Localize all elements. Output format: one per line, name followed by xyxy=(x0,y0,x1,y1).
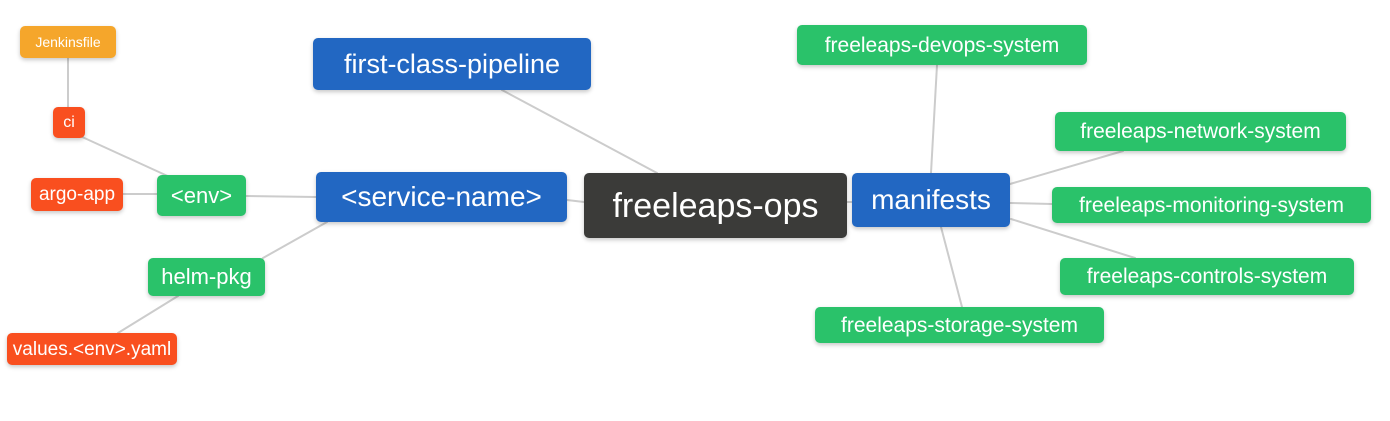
edge-manifests-devops xyxy=(930,64,938,174)
node-values-env-yaml[interactable]: values.<env>.yaml xyxy=(7,333,177,365)
node-freeleaps-controls-system[interactable]: freeleaps-controls-system xyxy=(1060,258,1354,295)
node-service-name[interactable]: <service-name> xyxy=(316,172,567,222)
node-freeleaps-ops-root[interactable]: freeleaps-ops xyxy=(584,173,847,238)
node-freeleaps-monitoring-system[interactable]: freeleaps-monitoring-system xyxy=(1052,187,1371,223)
edge-manifests-monitoring xyxy=(1009,202,1053,205)
node-argo-app[interactable]: argo-app xyxy=(31,178,123,211)
node-first-class-pipeline[interactable]: first-class-pipeline xyxy=(313,38,591,90)
edge-ci-env xyxy=(79,135,173,179)
edge-pipeline-root xyxy=(501,89,658,174)
edge-manifests-network xyxy=(1009,150,1124,185)
node-ci[interactable]: ci xyxy=(53,107,85,138)
node-freeleaps-devops-system[interactable]: freeleaps-devops-system xyxy=(797,25,1087,65)
node-helm-pkg[interactable]: helm-pkg xyxy=(148,258,265,296)
node-jenkinsfile[interactable]: Jenkinsfile xyxy=(20,26,116,58)
node-freeleaps-storage-system[interactable]: freeleaps-storage-system xyxy=(815,307,1104,343)
edge-helm-pkg-service-name xyxy=(262,221,328,259)
edge-manifests-controls xyxy=(1010,218,1136,259)
edge-manifests-storage xyxy=(940,226,963,308)
edge-service-name-root xyxy=(566,199,585,203)
node-manifests[interactable]: manifests xyxy=(852,173,1010,227)
edge-helm-pkg-values-yaml xyxy=(117,295,179,334)
node-env[interactable]: <env> xyxy=(157,175,246,216)
node-freeleaps-network-system[interactable]: freeleaps-network-system xyxy=(1055,112,1346,151)
edge-env-service-name xyxy=(245,195,317,198)
